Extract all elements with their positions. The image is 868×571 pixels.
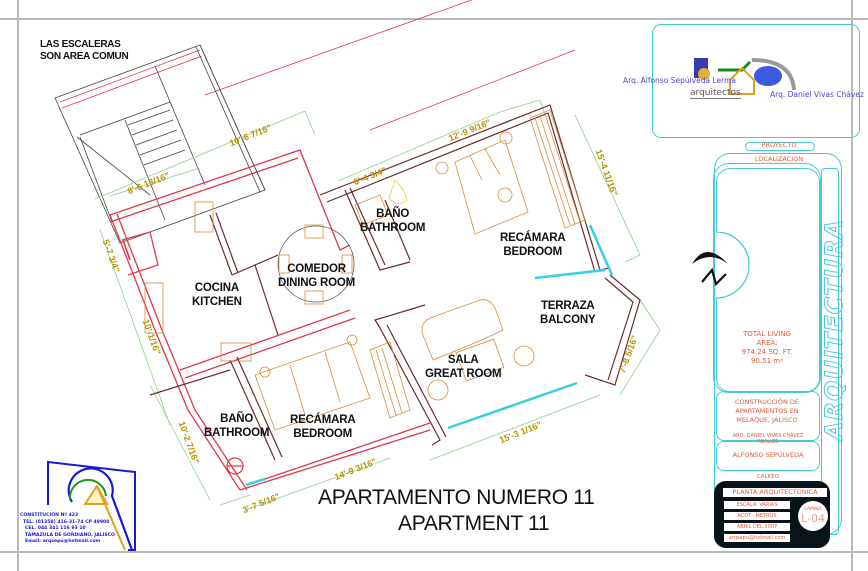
project-desc-line: CONSTRUCCIÓN DE bbox=[734, 398, 800, 406]
exterior-walls bbox=[109, 149, 431, 491]
furniture bbox=[144, 109, 586, 431]
logo-box bbox=[652, 24, 860, 138]
room-label-en: BATHROOM bbox=[360, 222, 426, 234]
sheet-border-right bbox=[851, 0, 853, 571]
note-line-1: LAS ESCALERAS bbox=[40, 39, 121, 50]
sheet-border-bottom bbox=[0, 551, 868, 553]
room-living: SALA GREAT ROOM bbox=[425, 353, 502, 381]
room-label-en: BEDROOM bbox=[503, 246, 563, 258]
contact-logo-icon bbox=[47, 460, 136, 551]
room-label-en: GREAT ROOM bbox=[425, 368, 502, 380]
sheet-number-circle: LAMINA L-04 bbox=[798, 501, 828, 531]
plan-title-es: APARTAMENTO NUMERO 11 bbox=[318, 486, 595, 509]
drawn-by-label: REALIZÓ bbox=[757, 439, 779, 445]
dimension-lines bbox=[94, 99, 661, 511]
contact-address: CONSTITUCIÓN Nº 423 bbox=[20, 513, 79, 518]
room-bathroom-lower: BAÑO BATHROOM bbox=[204, 412, 269, 440]
project-description: CONSTRUCCIÓN DE APARTAMENTOS EN MELAQUE,… bbox=[718, 398, 816, 425]
room-terrace: TERRAZA BALCONY bbox=[540, 299, 596, 327]
localizacion-label: LOCALIZACION bbox=[754, 155, 804, 163]
firm-logo-icon bbox=[694, 58, 796, 95]
room-dining: COMEDOR DINING ROOM bbox=[278, 262, 355, 290]
note-line-2: SON AREA COMUN bbox=[40, 51, 129, 62]
room-label-es: RECÁMARA bbox=[500, 232, 566, 244]
area-label-2: AREA: bbox=[756, 339, 778, 347]
room-label-en: KITCHEN bbox=[192, 296, 242, 308]
drawn-by-name: ARQ. DANIEL VIVAS CHÁVEZ bbox=[732, 433, 804, 439]
room-label-es: TERRAZA bbox=[540, 300, 595, 312]
room-label-en: BEDROOM bbox=[293, 428, 353, 440]
contact-city: TAMAZULA DE GORDIANO, JALISCO bbox=[25, 532, 115, 538]
toilet-lower bbox=[226, 457, 244, 475]
north-arrow-icon bbox=[692, 232, 750, 299]
room-label-en: DINING ROOM bbox=[278, 277, 356, 289]
room-label-en: BALCONY bbox=[540, 314, 596, 326]
sheet-border-top bbox=[0, 18, 868, 20]
room-label-es: COMEDOR bbox=[287, 263, 346, 275]
contact-cell: CEL. 044 341 116 93 10 bbox=[25, 526, 86, 532]
reviewer-panel bbox=[716, 441, 820, 471]
sheet-border-left bbox=[17, 0, 19, 571]
lamina-number: L-04 bbox=[801, 512, 825, 525]
proyecto-label: PROYECTO bbox=[761, 141, 797, 149]
sheet-title: PLANTA ARQUITECTONICA bbox=[723, 488, 827, 497]
architect-1-name: Arq. Alfonso Sepúlveda Lerma bbox=[623, 76, 736, 85]
room-label-es: SALA bbox=[447, 354, 479, 366]
stamp-units: ACOT.: METROS bbox=[724, 512, 790, 520]
architect-2-name: Arq. Daniel Vivas Chávez bbox=[770, 90, 864, 99]
firm-brand: arquitectos bbox=[690, 88, 741, 99]
room-kitchen: COCINA KITCHEN bbox=[192, 281, 242, 309]
room-label-es: RECÁMARA bbox=[290, 414, 356, 426]
vertical-word-frame bbox=[821, 168, 839, 535]
total-area: TOTAL LIVING AREA: 974.24 SQ. FT. 90.51 … bbox=[720, 330, 814, 366]
lamina-label: LAMINA bbox=[804, 507, 822, 512]
room-bathroom-upper: BAÑO BATHROOM bbox=[360, 207, 425, 235]
stamp-email: arqsepu@hotmail.com bbox=[724, 534, 790, 542]
area-label-1: TOTAL LIVING bbox=[743, 330, 791, 338]
wardrobe-upper bbox=[529, 109, 586, 229]
interior-walls bbox=[149, 104, 641, 461]
sheet-stamp: PLANTA ARQUITECTONICA ESCALA: VARIAS ACO… bbox=[714, 481, 830, 548]
stamp-date: ABRIL DEL 2007 bbox=[724, 523, 790, 531]
room-label-en: BATHROOM bbox=[204, 427, 270, 439]
project-desc-panel bbox=[716, 391, 820, 441]
room-label-es: BAÑO bbox=[376, 208, 410, 220]
common-stairs-note: LAS ESCALERAS SON AREA COMUN bbox=[40, 39, 129, 63]
room-label-es: BAÑO bbox=[220, 413, 254, 425]
contact-email: Email: arqsepu@hotmail.com bbox=[25, 539, 101, 545]
windows bbox=[245, 224, 614, 487]
contact-info: CONSTITUCIÓN Nº 423 TEL. (01358) 416-31-… bbox=[20, 513, 115, 546]
room-bedroom-lower: RECÁMARA BEDROOM bbox=[290, 413, 356, 441]
project-desc-line: APARTAMENTOS EN bbox=[735, 407, 799, 415]
stairs bbox=[54, 44, 266, 244]
plan-title-en: APARTMENT 11 bbox=[398, 512, 550, 535]
contact-phone: TEL. (01358) 416-31-74 CP 49900 bbox=[23, 519, 110, 525]
reviewer-name: ALFONSO SEPÚLVEDA bbox=[732, 451, 804, 459]
stove bbox=[122, 239, 131, 261]
area-sqft: 974.24 SQ. FT. bbox=[741, 348, 793, 356]
room-bedroom-upper: RECÁMARA BEDROOM bbox=[500, 231, 566, 259]
calculo-label: CALKEO bbox=[756, 474, 780, 480]
stamp-scale: ESCALA: VARIAS bbox=[724, 501, 790, 509]
room-label-es: COCINA bbox=[194, 282, 239, 294]
area-m2: 90.51 m² bbox=[751, 357, 783, 365]
proyecto-pill bbox=[745, 142, 815, 151]
project-desc-line: MELAQUE, JALISCO bbox=[736, 416, 798, 424]
drawn-by: ARQ. DANIEL VIVAS CHÁVEZ REALIZÓ bbox=[716, 433, 820, 445]
